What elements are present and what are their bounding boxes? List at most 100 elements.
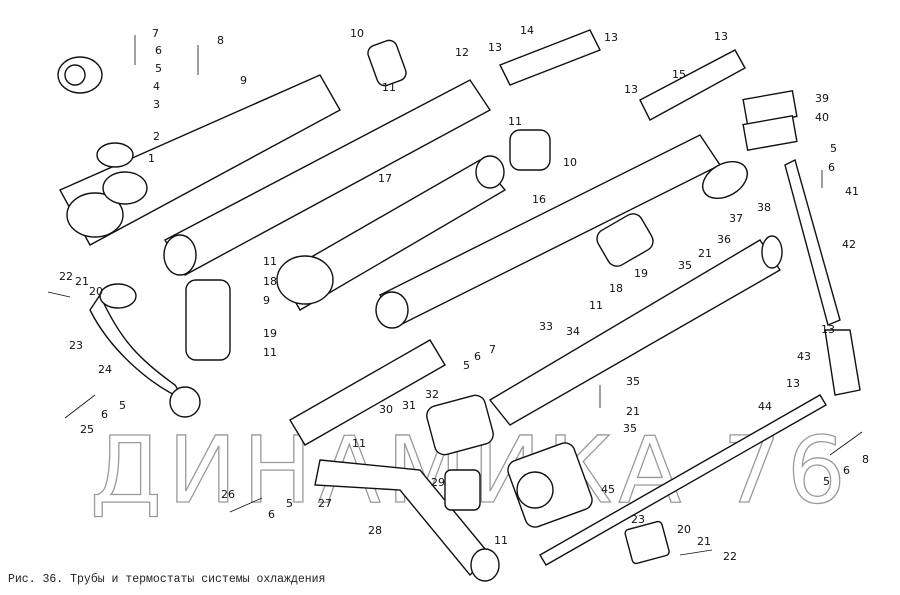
thermostat-housing — [57, 56, 134, 168]
callout-40: 40 — [815, 111, 829, 124]
callout-9: 9 — [240, 74, 247, 87]
callout-32: 32 — [425, 388, 439, 401]
pipe-1 — [59, 74, 341, 246]
callout-11: 11 — [589, 299, 603, 312]
callout-6: 6 — [474, 350, 481, 363]
callout-13: 13 — [488, 41, 502, 54]
figure-caption: Рис. 36. Трубы и термостаты системы охла… — [8, 573, 326, 586]
callout-22: 22 — [59, 270, 73, 283]
callout-25: 25 — [80, 423, 94, 436]
housing-45 — [507, 442, 593, 528]
callout-43: 43 — [797, 350, 811, 363]
callout-41: 41 — [845, 185, 859, 198]
callout-3: 3 — [153, 98, 160, 111]
callout-11: 11 — [508, 115, 522, 128]
callout-8: 8 — [862, 453, 869, 466]
pipe-42 — [784, 158, 841, 326]
callout-20: 20 — [677, 523, 691, 536]
callout-35: 35 — [678, 259, 692, 272]
callout-21: 21 — [75, 275, 89, 288]
callout-5: 5 — [155, 62, 162, 75]
callout-21: 21 — [626, 405, 640, 418]
callout-23: 23 — [69, 339, 83, 352]
callout-5: 5 — [286, 497, 293, 510]
callout-44: 44 — [758, 400, 772, 413]
pipe-17 — [276, 155, 507, 311]
callout-42: 42 — [842, 238, 856, 251]
callout-7: 7 — [152, 27, 159, 40]
callout-39: 39 — [815, 92, 829, 105]
callout-8: 8 — [217, 34, 224, 47]
callout-6: 6 — [843, 464, 850, 477]
callout-18: 18 — [263, 275, 277, 288]
callout-45: 45 — [601, 483, 615, 496]
gasket-29 — [444, 469, 481, 511]
pipe-14 — [499, 29, 601, 86]
callout-11: 11 — [263, 255, 277, 268]
callout-27: 27 — [318, 497, 332, 510]
pipe-44 — [539, 394, 827, 566]
callout-26: 26 — [221, 488, 235, 501]
callout-7: 7 — [489, 343, 496, 356]
callout-6: 6 — [828, 161, 835, 174]
callout-33: 33 — [539, 320, 553, 333]
callout-12: 12 — [455, 46, 469, 59]
callout-13: 13 — [821, 323, 835, 336]
callout-35: 35 — [623, 422, 637, 435]
pipe-15 — [639, 49, 746, 121]
flange-32 — [426, 394, 494, 456]
callout-19: 19 — [634, 267, 648, 280]
callout-21: 21 — [698, 247, 712, 260]
callout-15: 15 — [672, 68, 686, 81]
pipe-12 — [163, 79, 492, 276]
callout-2: 2 — [153, 130, 160, 143]
callout-1: 1 — [148, 152, 155, 165]
callout-11: 11 — [352, 437, 366, 450]
callout-11: 11 — [382, 81, 396, 94]
flange-38 — [702, 160, 748, 200]
callout-10: 10 — [563, 156, 577, 169]
callout-23: 23 — [631, 513, 645, 526]
callout-38: 38 — [757, 201, 771, 214]
callout-34: 34 — [566, 325, 580, 338]
callout-14: 14 — [520, 24, 534, 37]
callout-21: 21 — [697, 535, 711, 548]
callout-20: 20 — [89, 285, 103, 298]
callout-28: 28 — [368, 524, 382, 537]
callout-13: 13 — [604, 31, 618, 44]
callout-17: 17 — [378, 172, 392, 185]
callout-5: 5 — [463, 359, 470, 372]
callout-9: 9 — [263, 294, 270, 307]
elbow-43 — [824, 329, 861, 396]
flange-39-40 — [742, 90, 798, 151]
callout-36: 36 — [717, 233, 731, 246]
callout-18: 18 — [609, 282, 623, 295]
callout-13: 13 — [714, 30, 728, 43]
callout-11: 11 — [494, 534, 508, 547]
pipe-24 — [89, 283, 201, 418]
callout-5: 5 — [823, 475, 830, 488]
pipe-34 — [488, 235, 783, 426]
callout-19: 19 — [263, 327, 277, 340]
hose-sleeves — [185, 39, 654, 361]
pipe-30 — [289, 339, 446, 446]
callout-10: 10 — [350, 27, 364, 40]
callout-11: 11 — [263, 346, 277, 359]
callout-5: 5 — [119, 399, 126, 412]
callout-5: 5 — [830, 142, 837, 155]
callout-6: 6 — [155, 44, 162, 57]
callout-22: 22 — [723, 550, 737, 563]
callout-6: 6 — [101, 408, 108, 421]
callout-13: 13 — [786, 377, 800, 390]
callout-31: 31 — [402, 399, 416, 412]
pipe-28 — [314, 459, 500, 582]
callout-35: 35 — [626, 375, 640, 388]
callout-24: 24 — [98, 363, 112, 376]
cover-23 — [624, 520, 670, 565]
callout-37: 37 — [729, 212, 743, 225]
callout-16: 16 — [532, 193, 546, 206]
callout-6: 6 — [268, 508, 275, 521]
